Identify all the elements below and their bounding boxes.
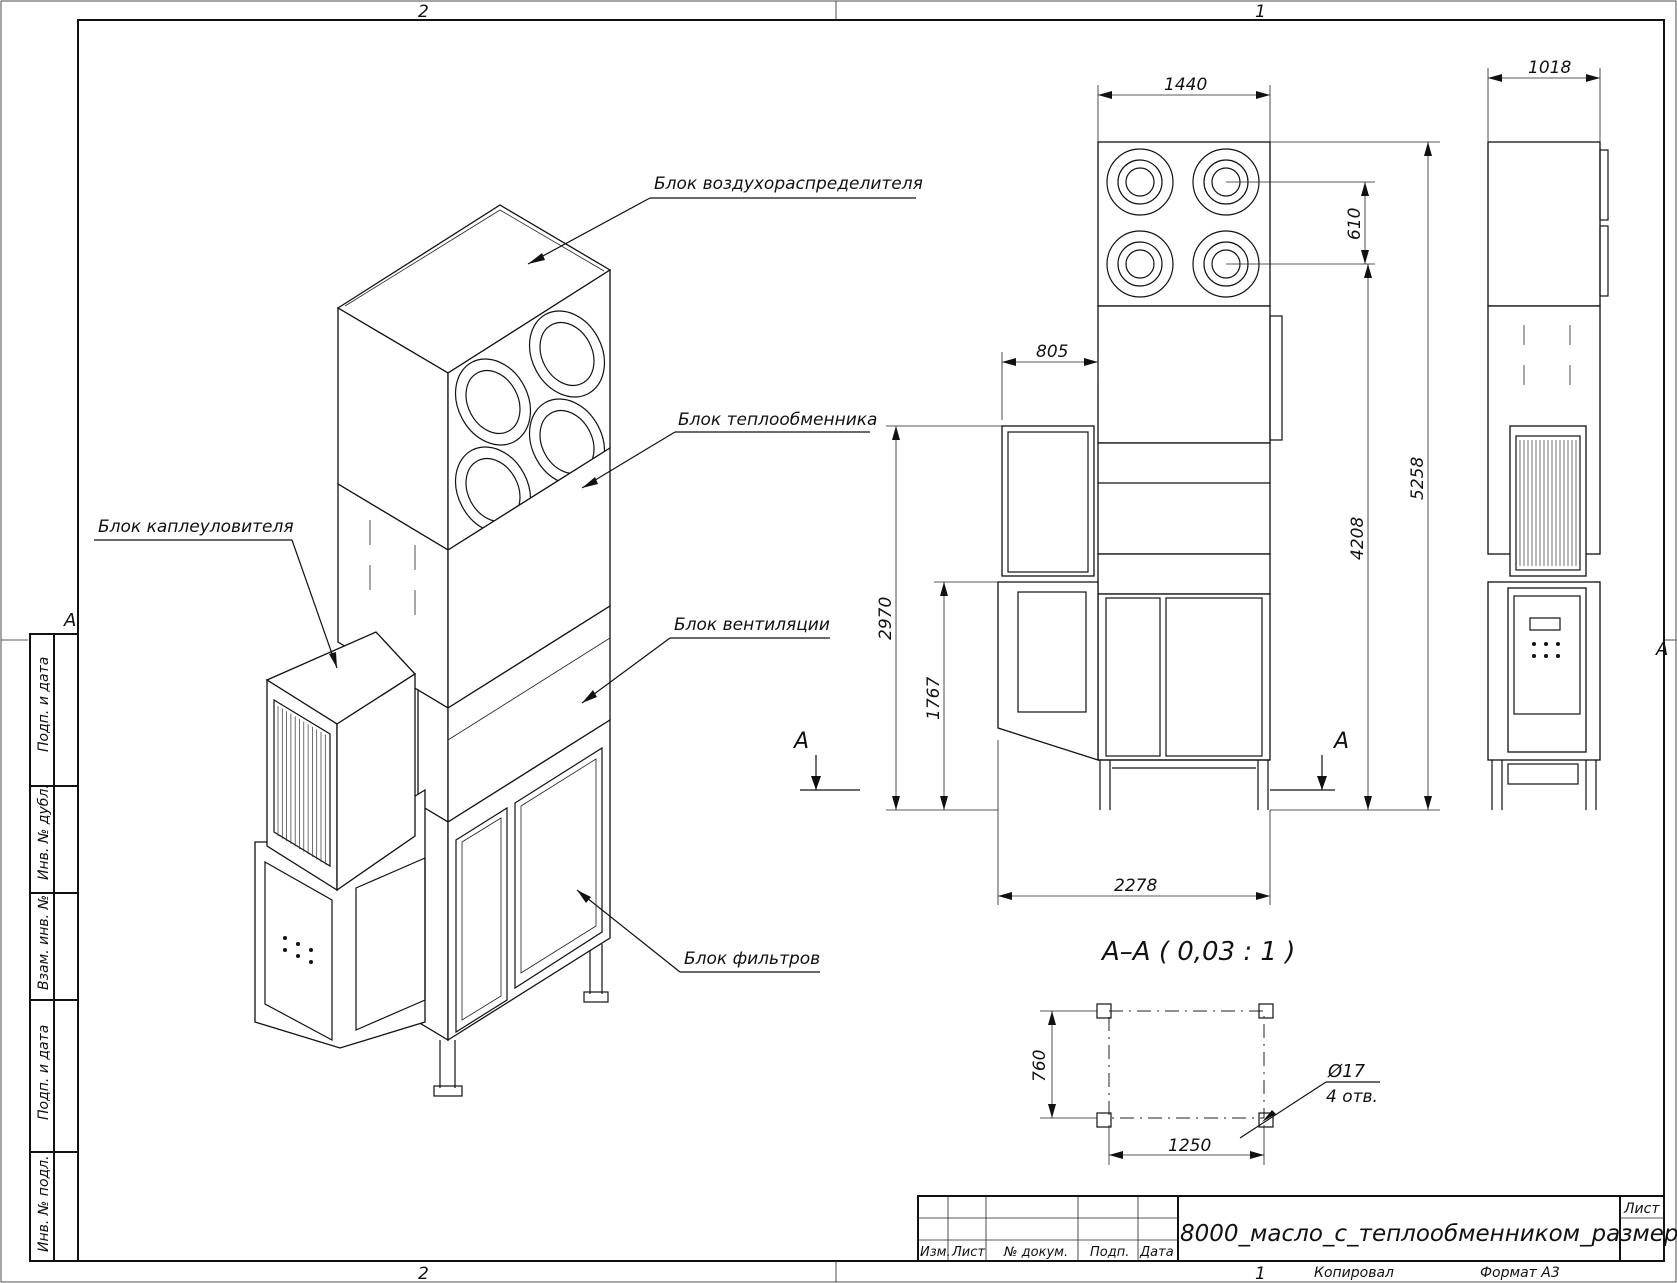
callout-leaders <box>94 197 916 973</box>
drawing-name: 8000_масло_с_теплообменником_размеры <box>1180 1221 1677 1247</box>
cut-label-right: A <box>1332 729 1349 754</box>
stamp-replace-inv: Взам. инв. № <box>36 895 52 990</box>
col-sheet: Лист <box>951 1245 985 1260</box>
front-dimensions <box>800 85 1440 905</box>
col-date: Дата <box>1139 1245 1174 1260</box>
dim-total-height: 5258 <box>1408 457 1428 500</box>
col-doc: № докум. <box>1003 1245 1068 1260</box>
side-view <box>1487 68 1609 810</box>
zone-row-left: A <box>63 610 76 631</box>
iso-droplet-grille <box>273 698 331 868</box>
iso-fan-openings <box>454 310 606 534</box>
side-grille-lines <box>1519 440 1577 566</box>
callout-heat-exchanger: Блок теплообменника <box>678 410 877 430</box>
zone-bottom-1: 1 <box>1255 1264 1266 1283</box>
stamp-sign-date-2: Подп. и дата <box>36 1025 52 1120</box>
cut-label-left: A <box>792 729 809 754</box>
dim-droplet-width: 805 <box>1036 342 1068 362</box>
stamp-sign-date-1: Подп. и дата <box>36 657 52 752</box>
col-sign: Подп. <box>1090 1245 1129 1260</box>
sheet-label: Лист <box>1623 1201 1660 1217</box>
isometric-view <box>254 204 612 1097</box>
dim-width-front: 1440 <box>1164 75 1207 95</box>
dim-total-width: 2278 <box>1114 876 1157 896</box>
format-label: Формат А3 <box>1480 1265 1560 1281</box>
zone-top-1: 1 <box>1255 2 1266 22</box>
hole-diameter: Ø17 <box>1327 1061 1366 1082</box>
zone-bottom-2: 2 <box>418 1264 429 1283</box>
dim-1250: 1250 <box>1168 1136 1211 1156</box>
callout-air-distributor: Блок воздухораспределителя <box>654 174 923 194</box>
zone-top-2: 2 <box>418 2 429 22</box>
callout-ventilation: Блок вентиляции <box>674 615 830 635</box>
callout-droplet-catcher: Блок каплеуловителя <box>98 517 294 537</box>
zone-row-right: A <box>1655 639 1668 660</box>
copied-label: Копировал <box>1314 1265 1394 1281</box>
hole-count: 4 отв. <box>1326 1087 1378 1107</box>
section-view <box>1040 1003 1380 1165</box>
dim-760: 760 <box>1030 1050 1050 1082</box>
section-title: A–A ( 0,03 : 1 ) <box>1100 937 1295 967</box>
title-block <box>917 1195 1665 1262</box>
dim-height-1767: 1767 <box>924 677 944 720</box>
dim-duct-spacing: 610 <box>1345 208 1365 240</box>
col-change: Изм. <box>920 1245 951 1260</box>
dim-width-side: 1018 <box>1528 58 1571 78</box>
stamp-orig-inv: Инв. № подл. <box>36 1155 52 1252</box>
stamp-dup-inv: Инв. № дубл. <box>36 784 52 880</box>
callout-filters: Блок фильтров <box>684 949 820 969</box>
side-stamp <box>29 633 79 1262</box>
dim-height-2970: 2970 <box>876 597 896 640</box>
front-view <box>997 141 1283 810</box>
dim-height-4208: 4208 <box>1348 517 1368 560</box>
iso-grille-lines <box>277 706 326 865</box>
